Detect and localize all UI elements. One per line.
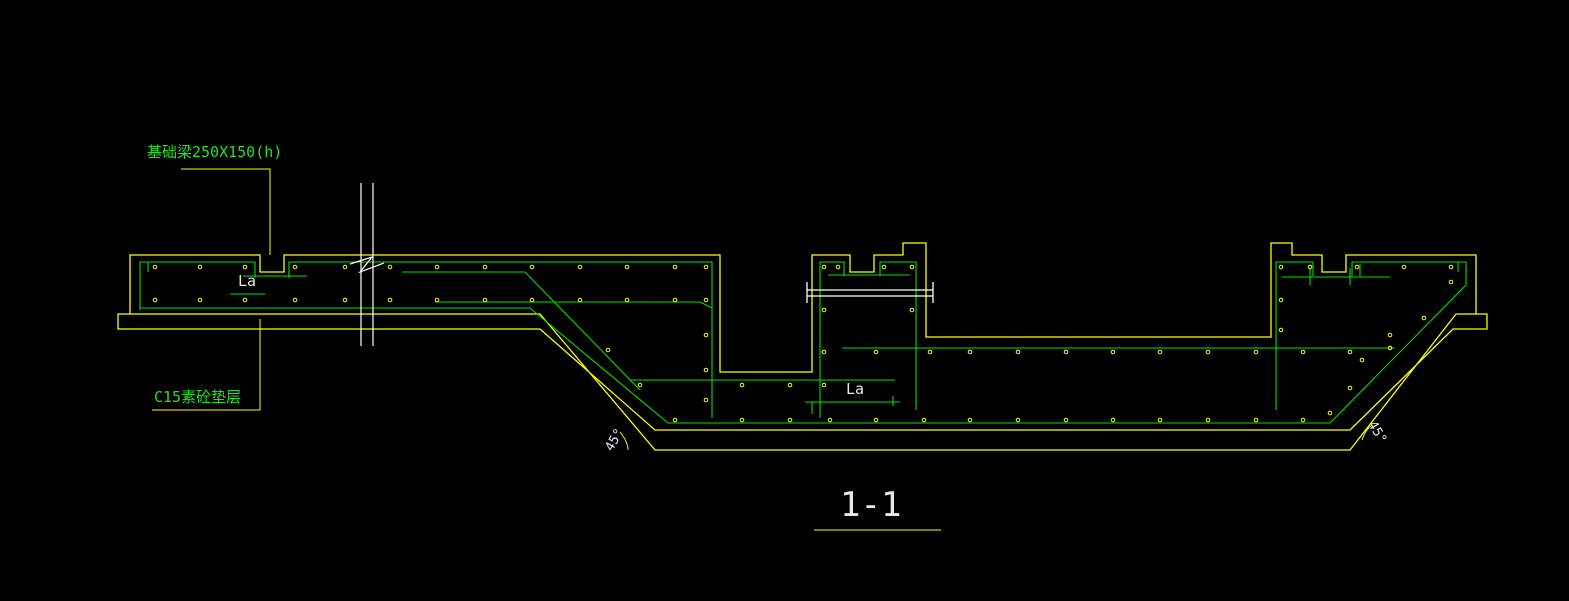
cushion-layer-outline [117,313,1488,451]
angle-label-right: 45° [1365,419,1390,447]
anchor-length-left: La [238,272,256,290]
angle-marks [619,424,1373,451]
angle-label-left: 45° [602,426,627,454]
leader-lines [152,168,271,411]
rebar-dots [152,264,1454,423]
steel-strut [806,282,934,303]
section-title: 1-1 [840,485,901,525]
cushion-note-label: C15素砼垫层 [154,388,241,406]
foundation-outline [129,242,1477,373]
anchor-length-mid: La [846,380,864,398]
beam-note-label: 基础梁250X150(h) [147,143,282,161]
rebar-cage [139,261,1467,424]
break-line-column [349,183,385,346]
